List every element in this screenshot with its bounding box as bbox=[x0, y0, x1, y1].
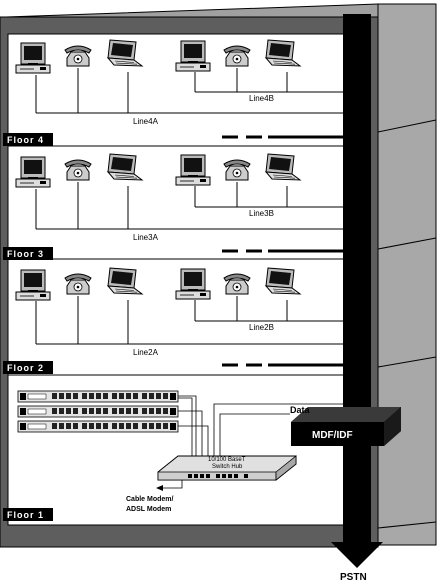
riser-conduit bbox=[343, 14, 371, 544]
floor-2-network: Line2A Line2B bbox=[15, 267, 345, 367]
floor-3-tag: Floor 3 bbox=[3, 247, 53, 260]
floor-4-line-a-wiring bbox=[35, 68, 345, 114]
floor-3-line-b-wiring bbox=[194, 182, 345, 208]
pstn-arrow bbox=[331, 542, 383, 568]
line-3a-label: Line3A bbox=[133, 233, 159, 242]
rack-switch-1 bbox=[17, 390, 179, 403]
telephone-icon bbox=[64, 273, 92, 295]
telephone-icon bbox=[223, 159, 251, 181]
line-2a-label: Line2A bbox=[133, 348, 159, 357]
floor-2-line-b-wiring bbox=[194, 296, 345, 322]
right-wall-floor-lines bbox=[377, 119, 437, 529]
building-right-wall bbox=[377, 3, 437, 546]
floor-1-label: Floor 1 bbox=[7, 510, 44, 520]
line-3b-label: Line3B bbox=[249, 209, 274, 218]
switch-hub: 10/100 BaseT Switch Hub bbox=[157, 455, 297, 481]
line-2b-label: Line2B bbox=[249, 323, 274, 332]
rack-switch-2 bbox=[17, 405, 179, 418]
pstn-label: PSTN bbox=[340, 572, 367, 582]
floor-3-label: Floor 3 bbox=[7, 249, 44, 259]
telephone-icon bbox=[223, 45, 251, 67]
computer-icon bbox=[15, 269, 51, 301]
floor-3-network: Line3A Line3B bbox=[15, 153, 345, 253]
floor-4-label: Floor 4 bbox=[7, 135, 44, 145]
building-roof bbox=[5, 3, 437, 18]
computer-icon bbox=[175, 40, 211, 72]
computer-icon bbox=[175, 268, 211, 300]
floor-1-equipment: 10/100 BaseT Switch Hub Cable Modem/ ADS… bbox=[17, 390, 401, 513]
floor-2-line-a-wiring bbox=[35, 296, 345, 345]
computer-icon bbox=[15, 156, 51, 188]
floor-2-tag: Floor 2 bbox=[3, 361, 53, 374]
line-4b-label: Line4B bbox=[249, 94, 274, 103]
line-4a-label: Line4A bbox=[133, 117, 159, 126]
floor-1-tag: Floor 1 bbox=[3, 508, 53, 521]
mdf-idf-label: MDF/IDF bbox=[312, 430, 353, 441]
telephone-icon bbox=[223, 273, 251, 295]
switch-hub-line1: 10/100 BaseT bbox=[208, 457, 246, 463]
data-label: Data bbox=[290, 405, 311, 415]
modem-arrow bbox=[156, 480, 183, 491]
computer-icon bbox=[15, 42, 51, 74]
modem-label-line1: Cable Modem/ bbox=[126, 496, 174, 503]
telephone-icon bbox=[64, 159, 92, 181]
mdf-idf-box: MDF/IDF bbox=[291, 407, 401, 446]
telephone-icon bbox=[64, 45, 92, 67]
modem-label-line2: ADSL Modem bbox=[126, 506, 171, 513]
floor-4-line-b-wiring bbox=[194, 68, 345, 93]
rack-switch-3 bbox=[17, 420, 179, 433]
floor-2-label: Floor 2 bbox=[7, 363, 44, 373]
floor-4-network: Line4A Line4B bbox=[15, 39, 345, 139]
floor-4-tag: Floor 4 bbox=[3, 133, 53, 146]
computer-icon bbox=[175, 154, 211, 186]
floor-3-line-a-wiring bbox=[35, 182, 345, 230]
riser-feed-cables bbox=[213, 403, 345, 472]
switch-hub-line2: Switch Hub bbox=[212, 464, 243, 470]
